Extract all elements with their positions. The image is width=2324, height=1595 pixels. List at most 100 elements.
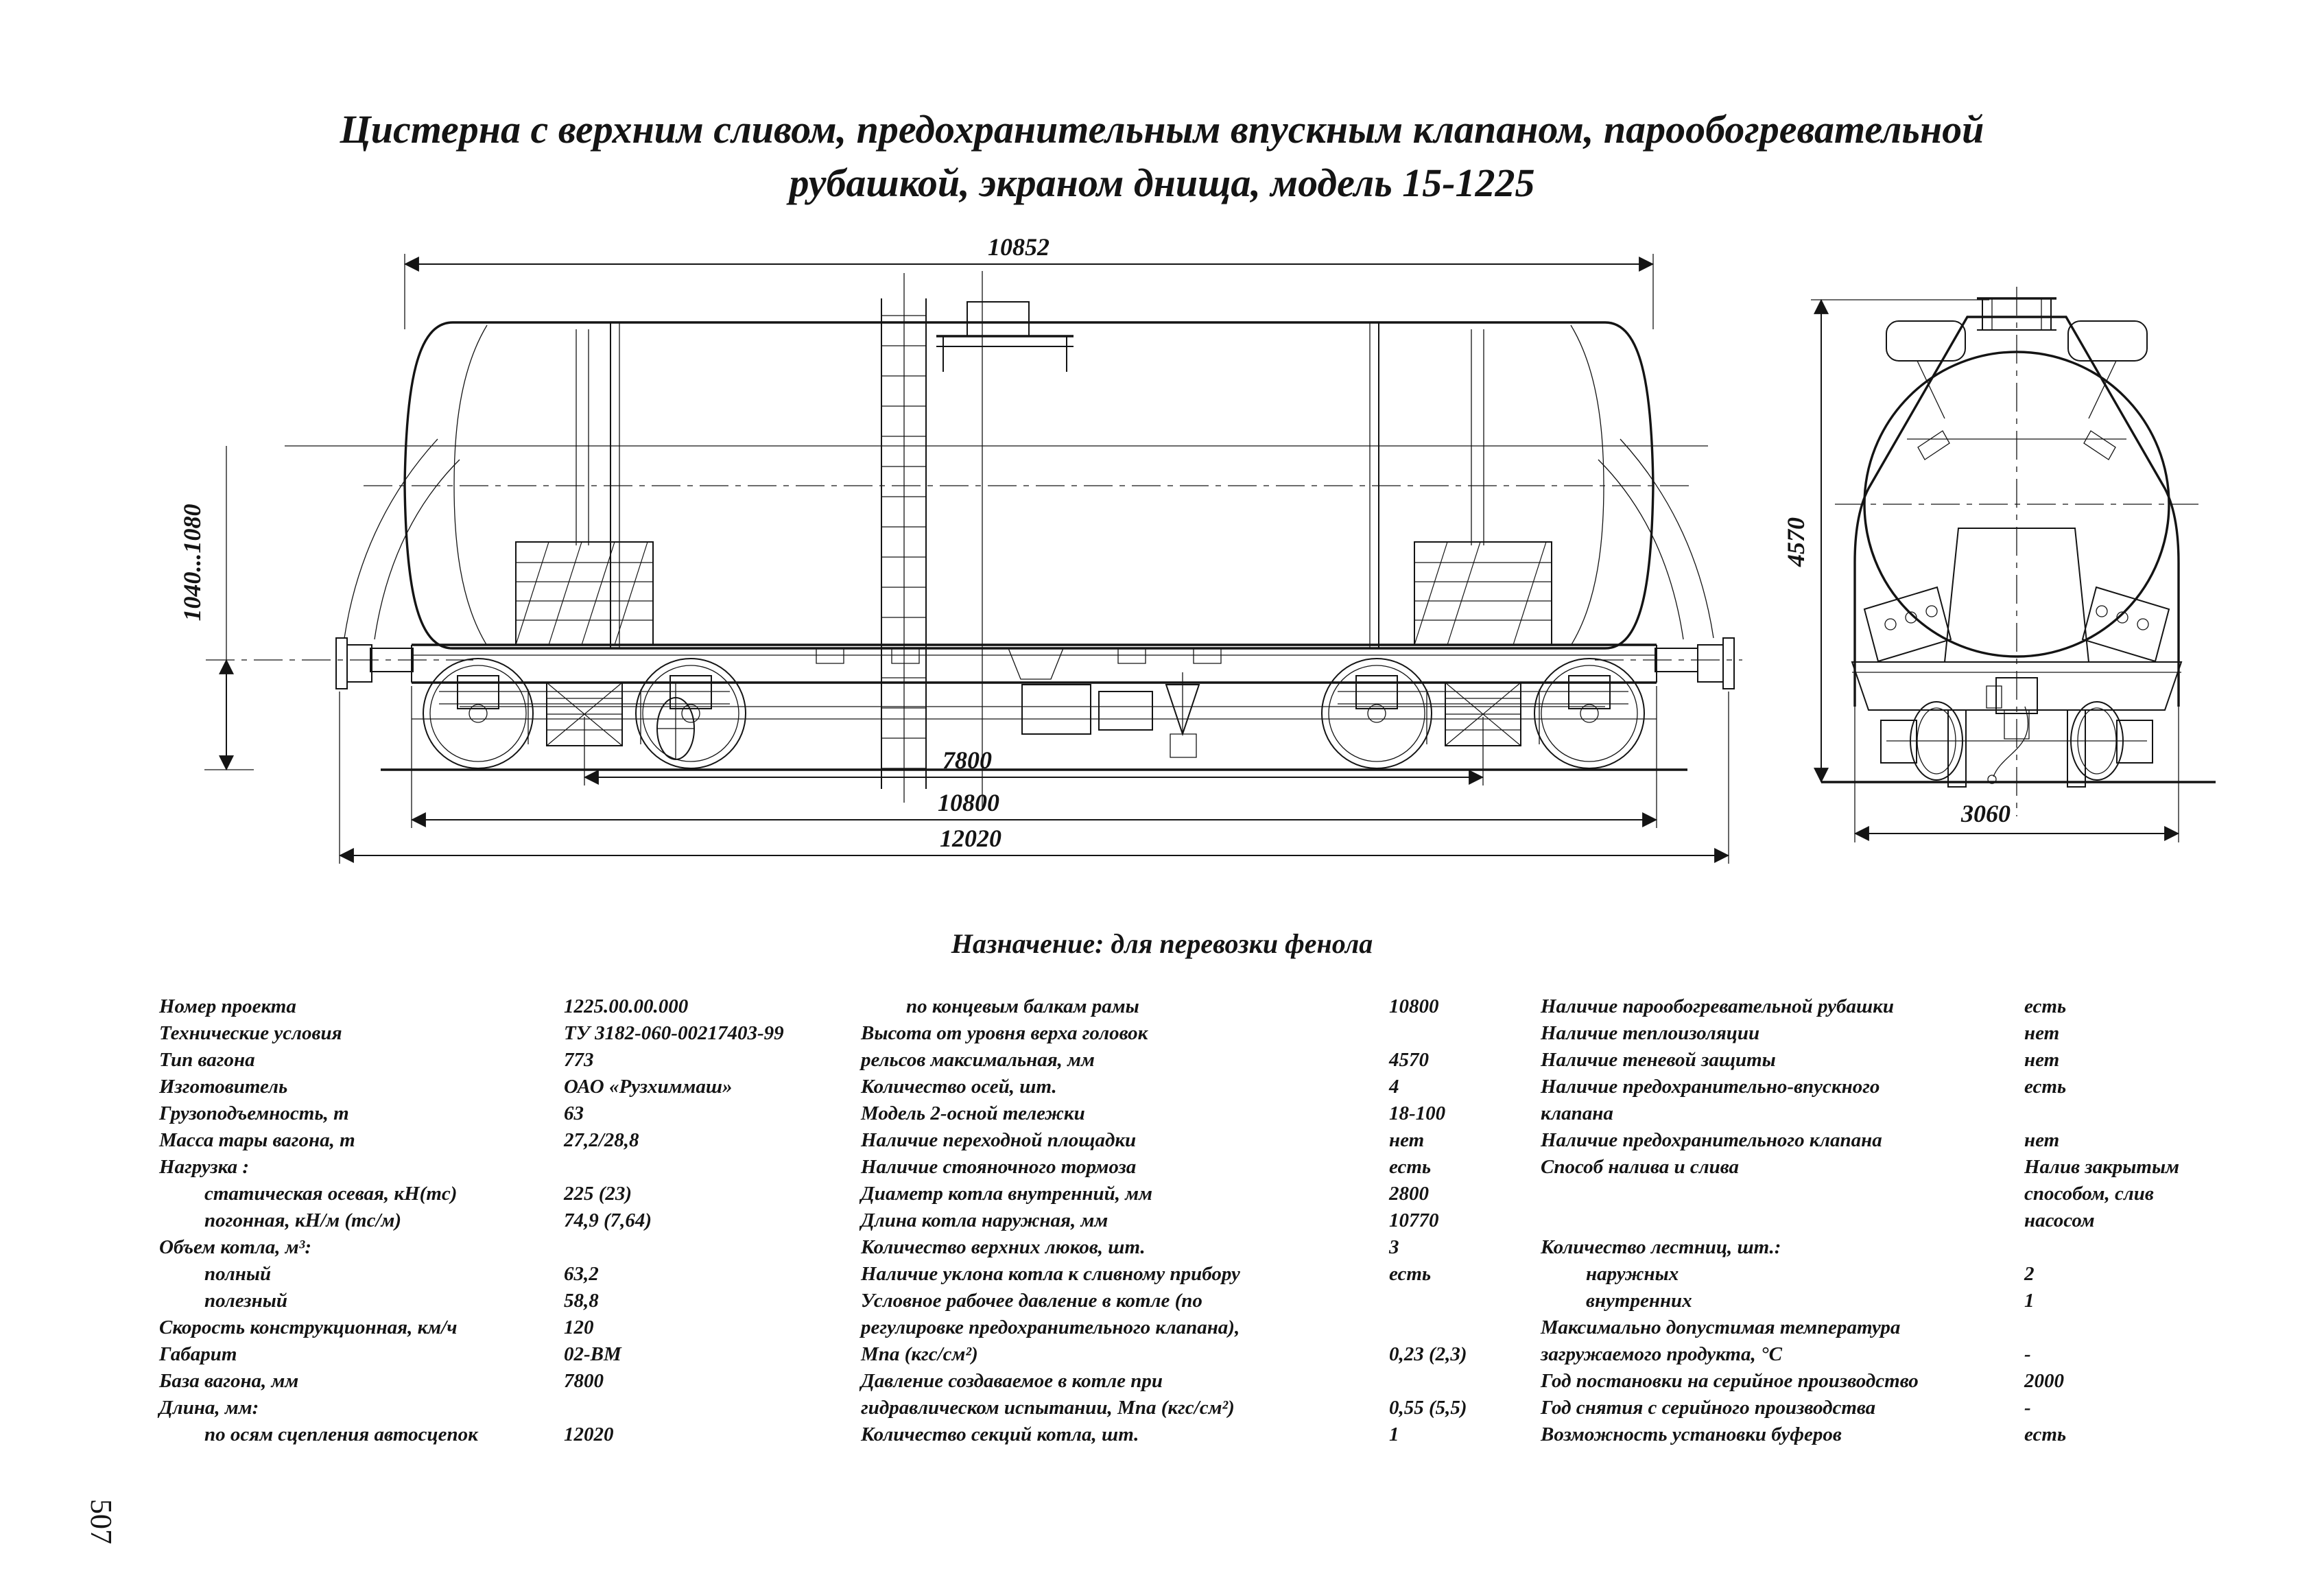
- spec-value: 12020: [564, 1423, 614, 1445]
- spec-row: Количество верхних люков, шт.3: [861, 1234, 1537, 1261]
- end-frame: [1852, 662, 2181, 787]
- dim-label-12020: 12020: [940, 825, 1001, 852]
- dimension-frame-length: 10800: [410, 686, 1658, 828]
- top-hatch: [1977, 298, 2056, 330]
- spec-label: клапана: [1541, 1102, 1613, 1124]
- spec-row: Длина, мм:: [159, 1395, 855, 1421]
- spec-value: -: [2024, 1343, 2031, 1365]
- spec-value: есть: [2024, 1076, 2067, 1098]
- bogie-left: [423, 659, 746, 768]
- spec-value: 773: [564, 1049, 594, 1071]
- spec-value: 4: [1389, 1076, 1399, 1098]
- dim-label-1040-1080: 1040...1080: [178, 504, 206, 622]
- spec-row: Нагрузка :: [159, 1154, 855, 1181]
- spec-value: 2000: [2024, 1370, 2064, 1392]
- spec-value: насосом: [2024, 1209, 2095, 1231]
- title-line-2: рубашкой, экраном днища, модель 15-1225: [789, 161, 1535, 205]
- spec-row: Давление создаваемое в котле при: [861, 1368, 1537, 1395]
- dim-label-10852: 10852: [988, 233, 1050, 261]
- spec-row: погонная, кН/м (тс/м) 74,9 (7,64): [159, 1207, 855, 1234]
- spec-value: ОАО «Рузхиммаш»: [564, 1076, 733, 1098]
- spec-label: Количество секций котла, шт.: [861, 1423, 1139, 1445]
- spec-value: 1: [1389, 1423, 1399, 1445]
- spec-label: Наличие переходной площадки: [861, 1129, 1137, 1151]
- spec-label: Способ налива и слива: [1541, 1156, 1739, 1178]
- hatch-handrails: [1886, 321, 2147, 418]
- tank-body: [285, 322, 1708, 679]
- spec-value: ТУ 3182-060-00217403-99: [564, 1022, 784, 1044]
- end-handrails: [344, 439, 1714, 639]
- spec-label: Возможность установки буферов: [1541, 1423, 1842, 1445]
- spec-value: 2800: [1389, 1183, 1429, 1205]
- dimension-coupling-length: 12020: [338, 692, 1730, 864]
- spec-row: статическая осевая, кН(тс)225 (23): [159, 1181, 855, 1207]
- spec-row: способом, слив: [1541, 1181, 2323, 1207]
- coupler-right: [1595, 638, 1742, 689]
- spec-value: 7800: [564, 1370, 604, 1392]
- spec-label: погонная, кН/м (тс/м): [204, 1209, 402, 1231]
- spec-label: Наличие уклона котла к сливному прибору: [861, 1263, 1240, 1285]
- spec-label: Количество верхних люков, шт.: [861, 1236, 1146, 1258]
- spec-label: Скорость конструкционная, км/ч: [159, 1316, 458, 1338]
- purpose-line: Назначение: для перевозки фенола: [951, 928, 1373, 959]
- title-line-1: Цистерна с верхним сливом, предохранител…: [340, 107, 1984, 152]
- spec-label: Наличие предохранительно-впускного: [1541, 1076, 1880, 1098]
- spec-row: гидравлическом испытании, Мпа (кгс/см²)0…: [861, 1395, 1537, 1421]
- spec-label: Наличие предохранительного клапана: [1541, 1129, 1882, 1151]
- spec-value: 1225.00.00.000: [564, 995, 689, 1017]
- spec-value: 27,2/28,8: [564, 1129, 639, 1151]
- spec-label: Количество лестниц, шт.:: [1541, 1236, 1781, 1258]
- spec-value: 4570: [1389, 1049, 1429, 1071]
- spec-value: нет: [2024, 1022, 2060, 1044]
- spec-value: нет: [1389, 1129, 1425, 1151]
- spec-label: полный: [204, 1263, 272, 1285]
- spec-label: гидравлическом испытании, Мпа (кгс/см²): [861, 1397, 1235, 1419]
- spec-label: Длина котла наружная, мм: [861, 1209, 1108, 1231]
- spec-label: Грузоподъемность, т: [159, 1102, 349, 1124]
- wheelset: [1881, 702, 2153, 780]
- side-bracket-left: [1864, 587, 1951, 661]
- spec-label: статическая осевая, кН(тс): [204, 1183, 458, 1205]
- dim-label-4570: 4570: [1783, 517, 1810, 567]
- spec-label: Год снятия с серийного производства: [1541, 1397, 1876, 1419]
- dimension-wheelbase: 7800: [583, 717, 1484, 785]
- dim-label-3060: 3060: [1960, 800, 2011, 827]
- spec-value: есть: [1389, 1263, 1432, 1285]
- page-title: Цистерна с верхним сливом, предохранител…: [0, 103, 2324, 210]
- spec-row: Объем котла, м³:: [159, 1234, 855, 1261]
- spec-row: Мпа (кгс/см²)0,23 (2,3): [861, 1341, 1537, 1368]
- spec-value: 74,9 (7,64): [564, 1209, 652, 1231]
- ladder: [881, 273, 926, 803]
- spec-label: Номер проекта: [159, 995, 296, 1017]
- spec-label: наружных: [1586, 1263, 1679, 1285]
- spec-value: есть: [2024, 995, 2067, 1017]
- brake-handwheel: [657, 683, 694, 759]
- drain-device: [1008, 648, 1063, 679]
- spec-value: 63,2: [564, 1263, 599, 1285]
- support-cradle-right: [1414, 542, 1552, 645]
- spec-value: 63: [564, 1102, 584, 1124]
- dimension-tank-length: 10852: [403, 233, 1655, 329]
- page-number: 507: [84, 1499, 119, 1544]
- spec-row: клапана: [1541, 1100, 2323, 1127]
- spec-value: 2: [2024, 1263, 2035, 1285]
- spec-row: Наличие предохранительно-впускного есть: [1541, 1074, 2323, 1100]
- spec-row: насосом: [1541, 1207, 2323, 1234]
- dimension-coupler-height: 1040...1080: [178, 446, 254, 771]
